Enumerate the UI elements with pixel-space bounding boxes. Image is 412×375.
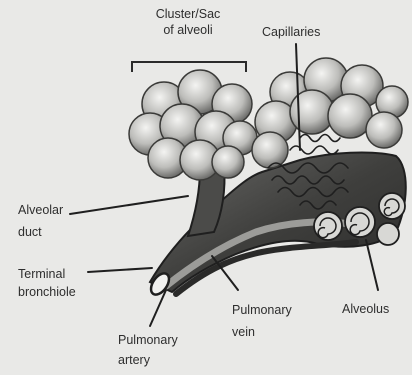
- alveolar-cluster-right: [252, 58, 408, 168]
- label-alveolar-duct-line2: duct: [18, 224, 63, 240]
- bronchiole-opening: [147, 270, 172, 298]
- label-terminal-bronchiole: Terminal bronchiole: [18, 266, 76, 300]
- label-cluster-line2: of alveoli: [130, 22, 246, 38]
- label-cluster-line1: Cluster/Sac: [130, 6, 246, 22]
- label-capillaries: Capillaries: [262, 24, 320, 40]
- label-terminal-bronchiole-line1: Terminal: [18, 266, 76, 282]
- alveolar-cluster-left: [129, 70, 257, 180]
- label-pulmonary-artery-line2: artery: [118, 352, 178, 368]
- label-pulmonary-vein-line2: vein: [232, 324, 292, 340]
- cluster-bracket: [132, 62, 246, 72]
- label-pulmonary-artery-line1: Pulmonary: [118, 332, 178, 348]
- label-terminal-bronchiole-line2: bronchiole: [18, 284, 76, 300]
- label-alveolar-duct: Alveolar duct: [18, 202, 63, 240]
- label-alveolus: Alveolus: [342, 301, 389, 317]
- label-cluster-sac: Cluster/Sac of alveoli: [130, 6, 246, 38]
- label-pulmonary-artery: Pulmonary artery: [118, 332, 178, 368]
- label-alveolar-duct-line1: Alveolar: [18, 202, 63, 218]
- label-pulmonary-vein: Pulmonary vein: [232, 302, 292, 340]
- label-pulmonary-vein-line1: Pulmonary: [232, 302, 292, 318]
